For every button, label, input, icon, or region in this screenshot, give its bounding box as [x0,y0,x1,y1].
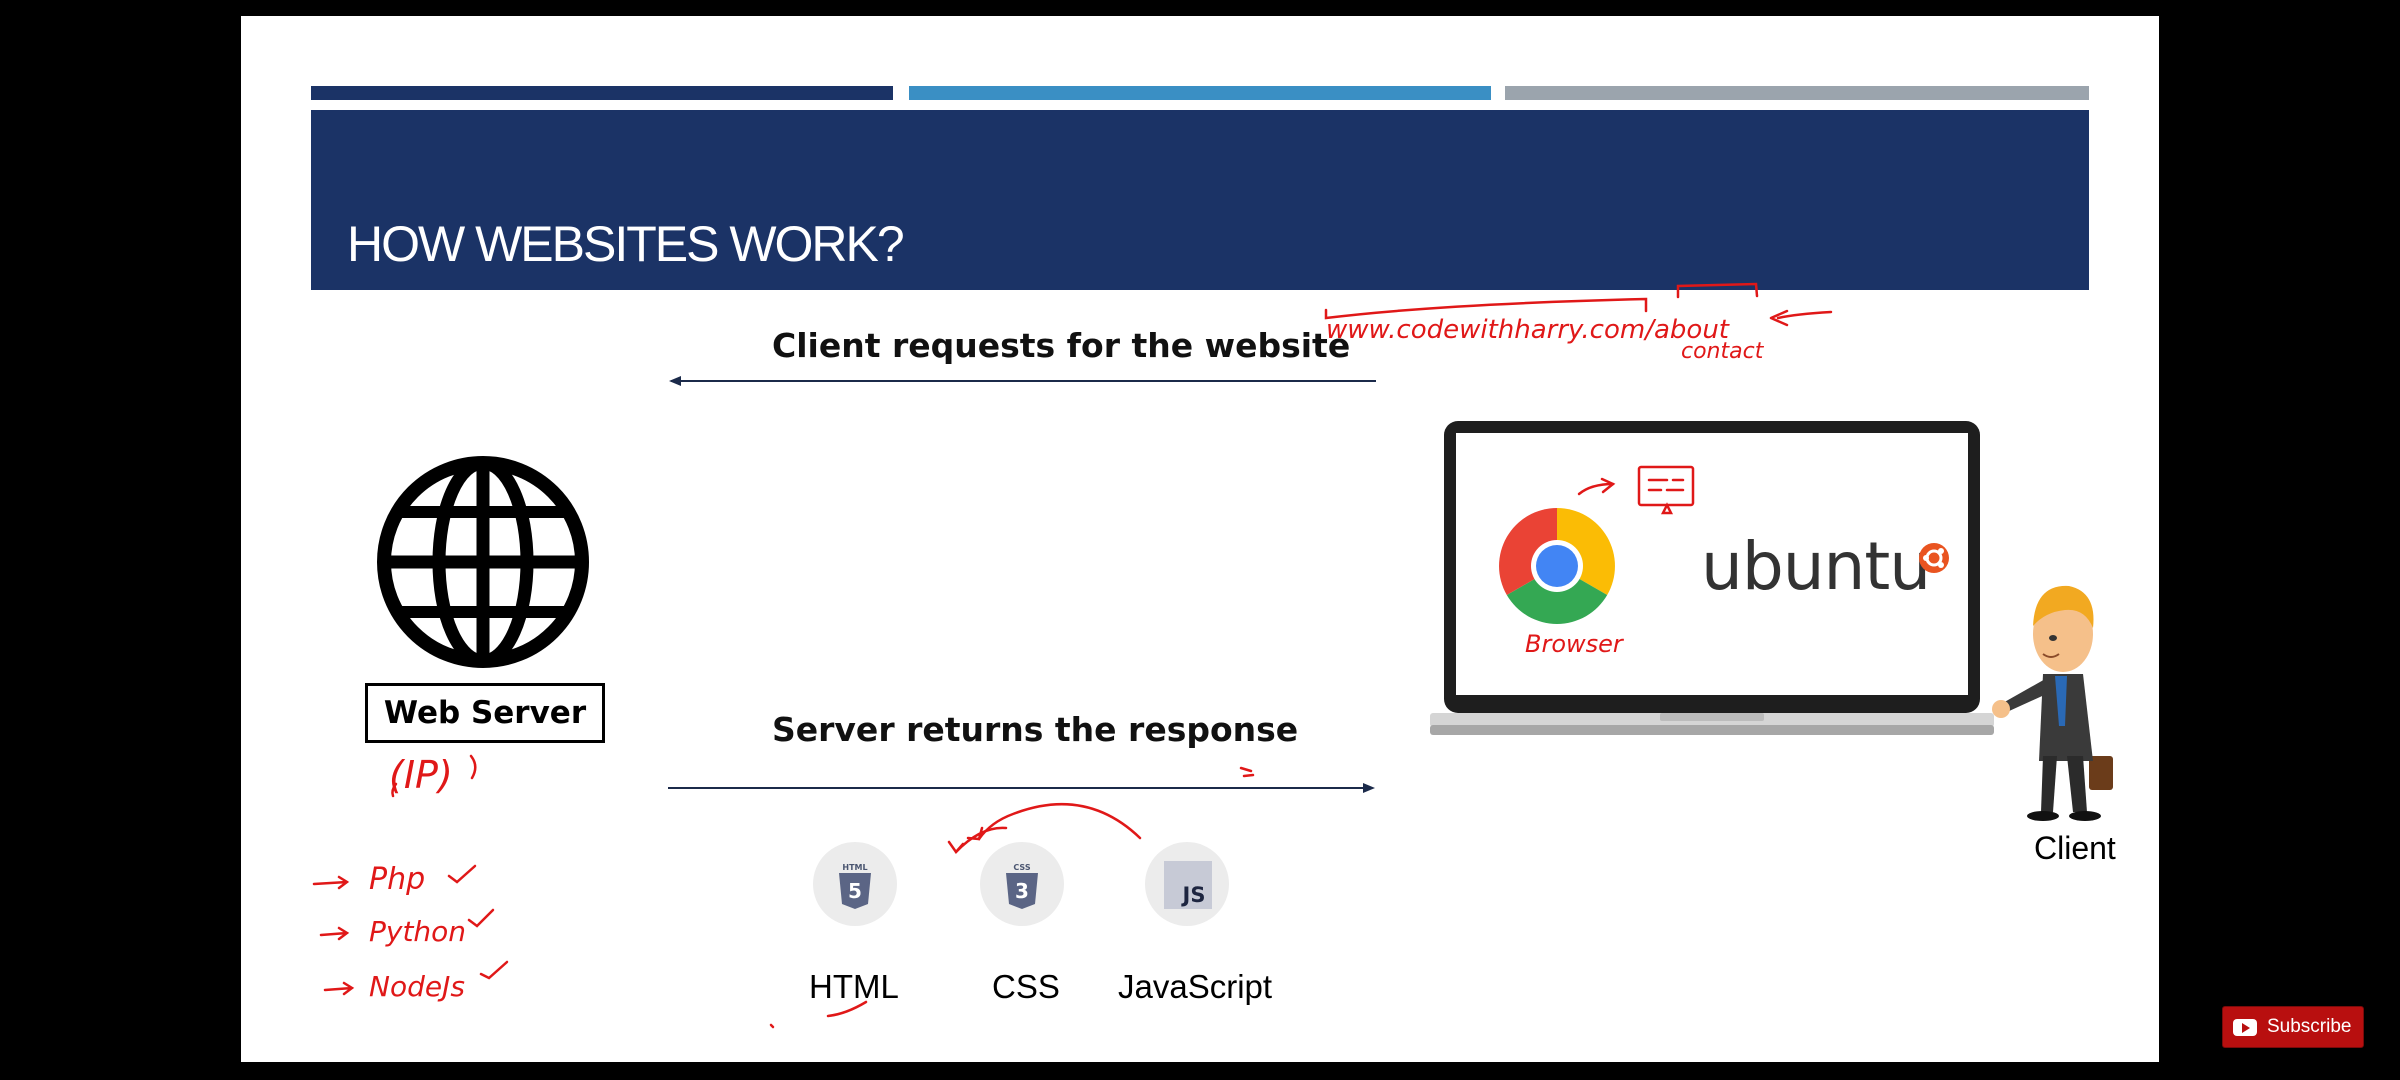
laptop-icon [1430,421,1994,735]
backend-php: Php [369,862,425,897]
ubuntu-wordmark: ubuntu [1701,528,1931,605]
svg-text:5: 5 [848,879,862,903]
client-label: Client [2034,830,2116,866]
chrome-icon [1499,508,1615,624]
css3-icon: CSS 3 [980,842,1064,926]
slide-title: HOW WEBSITES WORK? [347,216,905,272]
globe-icon [377,456,589,668]
ip-annotation: (IP) [389,753,453,797]
slide: HOW WEBSITES WORK? Client requests for t… [241,16,2159,1062]
subscribe-label: Subscribe [2267,1016,2352,1037]
response-arrow [668,783,1375,793]
contact-annotation: contact [1681,339,1765,364]
html5-icon: HTML 5 [813,842,897,926]
javascript-icon: JS [1145,842,1229,926]
title-band: HOW WEBSITES WORK? [311,110,2089,290]
backend-python: Python [369,915,466,948]
accent-bar-gray [1505,86,2089,100]
request-arrow [669,376,1376,386]
response-label: Server returns the response [772,710,1299,749]
svg-text:3: 3 [1015,879,1029,903]
html-label: HTML [809,968,899,1005]
accent-bar-blue [909,86,1491,100]
youtube-icon [2233,1018,2257,1036]
svg-text:JS: JS [1181,883,1206,907]
backend-nodejs: NodeJs [369,970,465,1003]
client-character-icon [1992,585,2113,821]
web-server-label: Web Server [383,695,587,731]
css-label: CSS [992,968,1060,1005]
subscribe-button[interactable]: Subscribe [2222,1006,2364,1048]
accent-bar-navy [311,86,893,100]
ubuntu-logo-icon [1919,543,1949,573]
web-server-box: Web Server [365,683,605,743]
javascript-label: JavaScript [1118,968,1273,1005]
request-label: Client requests for the website [772,326,1351,365]
svg-text:HTML: HTML [842,863,867,872]
svg-text:CSS: CSS [1013,863,1030,872]
url-annotation: www.codewithharry.com/about [1326,315,1730,345]
